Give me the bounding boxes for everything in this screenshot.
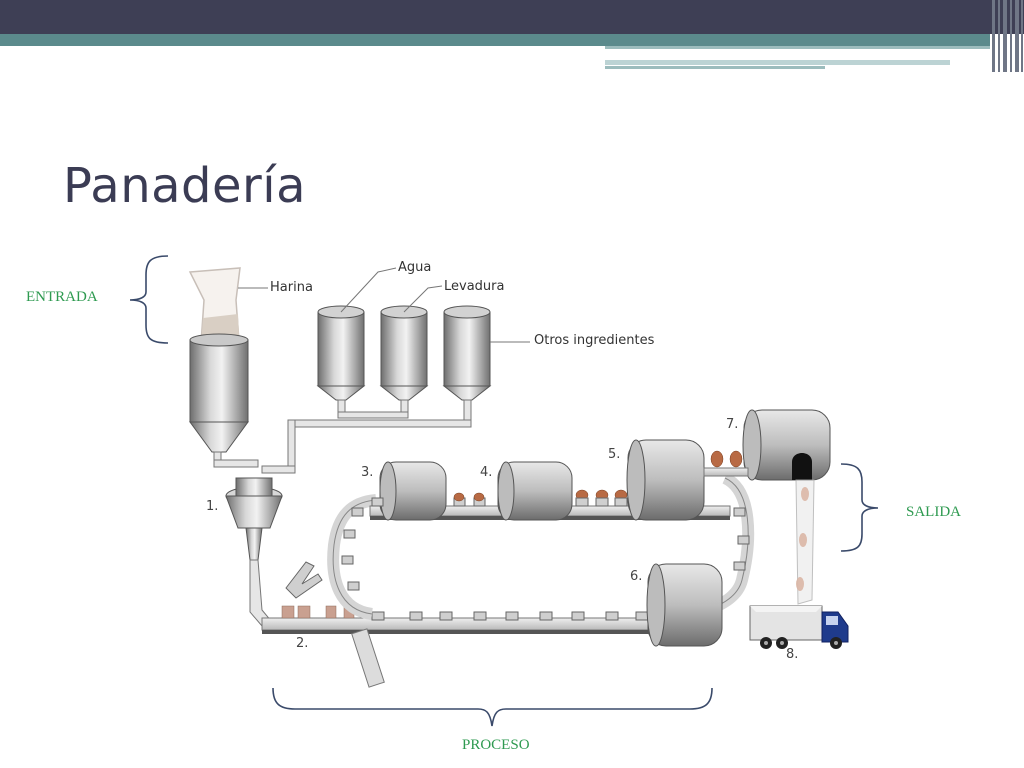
label-agua: Agua <box>398 260 431 275</box>
step-6-label: 6. <box>630 569 642 584</box>
header-band <box>0 0 1024 34</box>
header-vertical-bars <box>990 0 1024 72</box>
header-stripe <box>0 34 990 46</box>
proceso-label: PROCESO <box>462 737 530 753</box>
header-line <box>605 60 950 65</box>
water-tank <box>316 305 366 401</box>
other-ingredients-tank <box>442 305 492 401</box>
bread-bags <box>796 487 809 591</box>
step-3-label: 3. <box>361 465 373 480</box>
dough-chute <box>351 628 385 688</box>
label-levadura: Levadura <box>444 279 504 294</box>
ingredient-pipes <box>213 399 472 474</box>
pans-between-4-5 <box>575 497 628 507</box>
step-2-label: 2. <box>296 636 308 651</box>
yeast-tank <box>379 305 429 401</box>
step-4-label: 4. <box>480 465 492 480</box>
mixer <box>225 477 283 627</box>
entrada-bracket <box>129 255 169 344</box>
dough-pieces-lower <box>281 605 355 619</box>
dough-divider <box>285 561 323 599</box>
header-line <box>605 46 990 49</box>
label-harina: Harina <box>270 280 313 295</box>
salida-bracket <box>840 463 879 552</box>
label-otros-ingredientes: Otros ingredientes <box>534 333 655 348</box>
machine-7 <box>742 409 831 481</box>
salida-label: SALIDA <box>906 504 961 520</box>
entrada-label: ENTRADA <box>26 289 98 305</box>
loop-pans-right <box>733 507 750 571</box>
step-5-label: 5. <box>608 447 620 462</box>
cooling-conveyor <box>703 467 749 477</box>
step-1-label: 1. <box>206 499 218 514</box>
machine-4 <box>497 461 573 521</box>
loop-conveyor-left <box>327 494 377 620</box>
machine-6 <box>646 563 723 647</box>
machine-5 <box>626 439 705 521</box>
lower-conveyor <box>261 617 663 634</box>
step-8-label: 8. <box>786 647 798 662</box>
slide-title: Panadería <box>63 158 307 214</box>
flour-hopper <box>189 339 249 423</box>
machine-3 <box>379 461 447 521</box>
delivery-truck <box>749 605 849 649</box>
lower-pans <box>371 611 649 621</box>
bread-loaves-cooling <box>710 450 743 468</box>
proceso-bracket <box>272 687 713 727</box>
loop-pans-left <box>341 507 364 591</box>
header-line <box>605 66 825 69</box>
step-7-label: 7. <box>726 417 738 432</box>
